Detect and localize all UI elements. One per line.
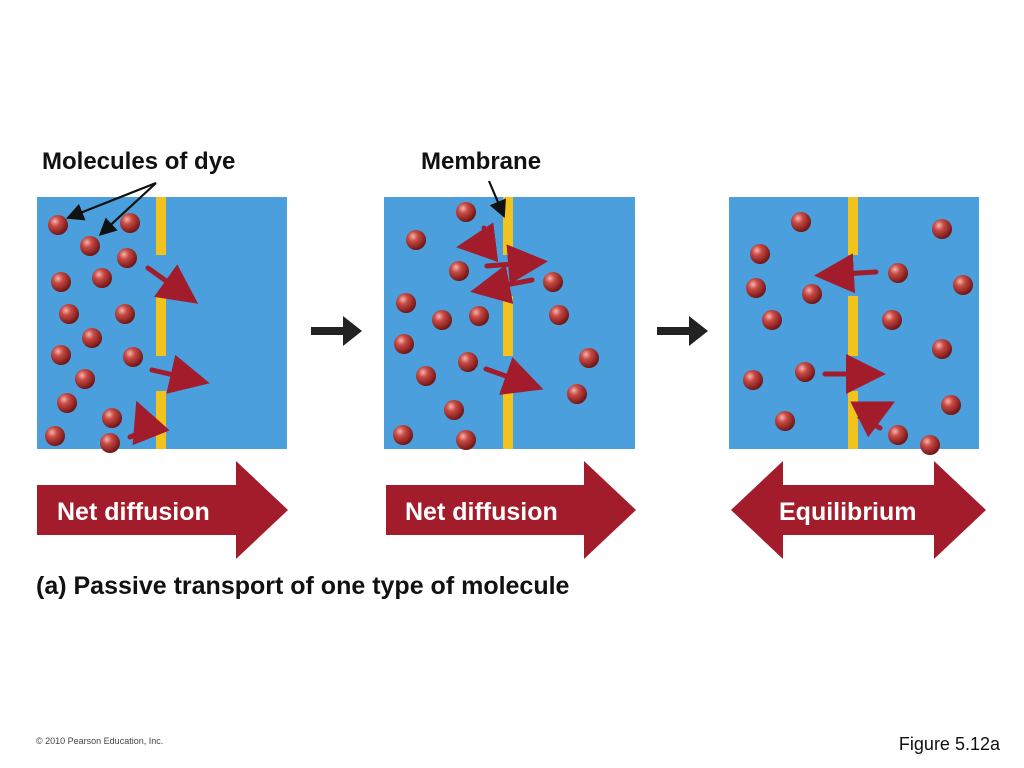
net-diffusion-arrow-2 [386, 461, 636, 559]
step-arrow [311, 316, 362, 346]
motion-arrows [814, 253, 895, 438]
panel-equilibrium [729, 197, 979, 455]
motion-arrows [127, 264, 210, 446]
panel-diffusing [384, 197, 635, 450]
membrane [848, 197, 858, 449]
dye-molecules [45, 213, 143, 453]
figure-caption: (a) Passive transport of one type of mol… [36, 572, 570, 600]
membrane [156, 197, 166, 449]
figure-number: Figure 5.12a [898, 734, 1000, 754]
net-diffusion-label-2: Net diffusion [405, 498, 558, 526]
membrane-label: Membrane [421, 148, 542, 175]
dye-molecules-label: Molecules of dye [42, 148, 236, 175]
equilibrium-arrow [731, 461, 986, 559]
copyright-notice: © 2010 Pearson Education, Inc. [36, 736, 164, 746]
membrane [503, 197, 513, 449]
panel-initial [37, 197, 287, 453]
net-diffusion-label-1: Net diffusion [57, 498, 210, 526]
net-diffusion-arrow-1 [37, 461, 288, 559]
equilibrium-label: Equilibrium [779, 498, 917, 526]
dye-molecules [743, 212, 973, 455]
motion-arrows [456, 222, 548, 395]
dye-molecules [393, 202, 599, 450]
step-arrow [657, 316, 708, 346]
leader-lines [65, 180, 506, 236]
